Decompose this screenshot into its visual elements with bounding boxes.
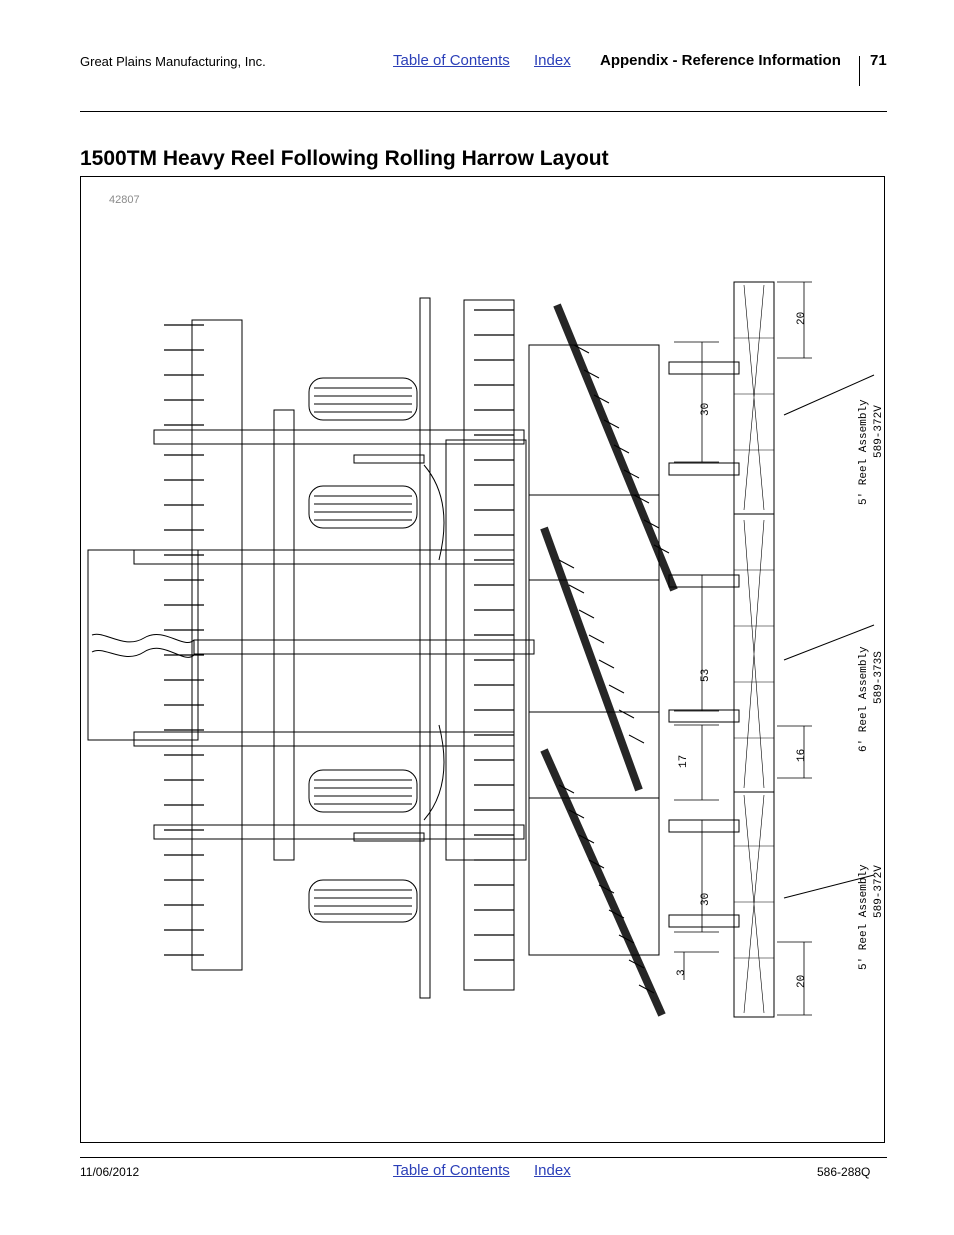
dimension-lines (674, 281, 812, 1016)
callout-top-line2: 589-372V (873, 405, 884, 458)
figure-number: 42807 (109, 194, 140, 206)
rolling-reels (733, 281, 775, 1018)
callout-middle-line1: 6' Reel Assembly (858, 646, 870, 752)
callout-bottom-line1: 5' Reel Assembly (858, 864, 870, 970)
dim-53: 53 (700, 669, 712, 682)
footer-date: 11/06/2012 (80, 1165, 140, 1179)
footer-index-link[interactable]: Index (534, 1162, 571, 1179)
header-divider (859, 56, 860, 86)
harrow-frame (528, 344, 660, 956)
callout-leader-bottom (783, 874, 875, 899)
page-title: 1500TM Heavy Reel Following Rolling Harr… (80, 147, 609, 170)
dim-17: 17 (678, 755, 690, 768)
callout-leader-top (783, 374, 875, 416)
header-toc-link[interactable]: Table of Contents (393, 52, 510, 69)
dim-20-bottom: 20 (796, 975, 808, 988)
center-bar (419, 297, 431, 999)
dim-30-bottom: 30 (700, 893, 712, 906)
callout-middle-line2: 589-373S (873, 651, 884, 704)
header-index-link[interactable]: Index (534, 52, 571, 69)
page-number: 71 (870, 52, 887, 69)
callout-bottom-line2: 589-372V (873, 865, 884, 918)
footer-doc-number: 586-288Q (817, 1165, 871, 1179)
dim-30-top: 30 (700, 403, 712, 416)
dim-20-top: 20 (796, 312, 808, 325)
reel-spring-arms (668, 361, 740, 928)
section-title: Appendix - Reference Information (600, 52, 841, 69)
tires (308, 377, 418, 923)
hitch-spring (91, 633, 195, 643)
hitch-frame (87, 549, 199, 741)
dim-16: 16 (796, 749, 808, 762)
figure-frame (80, 176, 885, 1143)
company-name: Great Plains Manufacturing, Inc. (80, 54, 266, 69)
harrow-tine-bars (540, 303, 678, 1017)
callout-top-line1: 5' Reel Assembly (858, 399, 870, 505)
harrow-layout-drawing: 20 30 53 17 16 30 20 3 5' Reel Assembly … (87, 281, 884, 1018)
dim-3: 3 (676, 969, 688, 976)
footer-toc-link[interactable]: Table of Contents (393, 1162, 510, 1179)
callout-leader-middle (783, 624, 875, 661)
header-rule (80, 111, 887, 112)
footer-rule (80, 1157, 887, 1158)
